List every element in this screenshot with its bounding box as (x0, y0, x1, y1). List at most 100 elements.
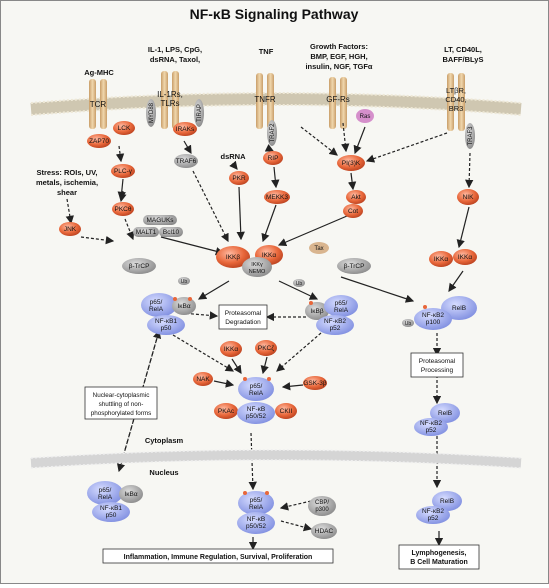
ikba-label-nuc: IκBα (124, 491, 137, 498)
p52-label-mid: p52 (330, 325, 341, 332)
mekk3-node (264, 190, 290, 204)
nfkb2-label-mid: NF-κB2 (324, 318, 346, 325)
mekk3-label: MEKK3 (266, 194, 288, 201)
complex-p65-ikba-left: p65/ RelA IκBα NF-κB1 p50 (141, 293, 196, 335)
gsk3b-label: GSK-3β (303, 380, 327, 387)
ck2-node (275, 403, 297, 419)
rela-label-nuc-left: RelA (98, 494, 113, 501)
pkac-node (214, 403, 238, 419)
stimulus-il1-line2: dsRNA, Taxol, (150, 55, 200, 64)
ikka-left-nik-label: IKKα (434, 256, 448, 263)
gfr-receptor: GF-Rs (326, 77, 350, 129)
jnk-label: JNK (64, 226, 77, 233)
ikka-left-nik-node (429, 251, 453, 267)
ub-tag-right (402, 319, 414, 327)
p65-label-nuc-left: p65/ (99, 487, 112, 494)
p65-label-left: p65/ (150, 299, 163, 306)
cytoplasm-label: Cytoplasm (145, 436, 184, 445)
gfrs-label: GF-Rs (326, 95, 350, 104)
nuclear-complex-center: p65/ RelA NF-κB p50/52 (237, 491, 275, 534)
ltbr-label: LTβR, (446, 86, 466, 95)
br3-label: BR3 (449, 104, 464, 113)
pkr-node (229, 171, 249, 185)
il1rs-label: IL-1Rs, (157, 90, 183, 99)
ub-tag-left (178, 277, 190, 285)
traf3-node (465, 123, 475, 149)
nak-node (193, 372, 213, 386)
cbp-p300-node (308, 496, 336, 516)
ub-tag-right-label: Ub (405, 321, 412, 327)
rela-label-left: RelA (149, 306, 164, 313)
traf6-label: TRAF6 (176, 158, 197, 165)
ras-node (356, 109, 374, 123)
zap70-label: ZAP70 (89, 138, 109, 145)
p65-label-nuc-center: p65/ (250, 497, 263, 504)
stimulus-lt-line2: BAFF/BLyS (443, 55, 484, 64)
bcl10-node (159, 227, 183, 237)
p50-label-left: p50 (161, 325, 172, 332)
cot-node (343, 204, 363, 218)
stimulus-gf-line3: insulin, NGF, TGFα (305, 62, 372, 71)
p50-label-nuc: p50 (106, 512, 117, 519)
pkc-theta-label: PKCθ (115, 206, 132, 213)
ikkg-nemo-node (242, 257, 272, 277)
nak-label: NAK (196, 376, 210, 383)
lck-label: LCK (118, 125, 131, 132)
ikka-mid-label: IKKα (224, 346, 238, 353)
output-lymphogenesis-box: Lymphogenesis, B Cell Maturation (398, 544, 480, 570)
pkac-label: PKAc (218, 408, 235, 415)
ub-tag-mid-label: Ub (296, 281, 303, 287)
rip-label: RIP (268, 155, 279, 162)
p100-label: p100 (426, 319, 441, 326)
output-lymphogenesis-line1: Lymphogenesis, (412, 550, 467, 557)
nuclear-complex-left: p65/ RelA IκBα NF-κB1 p50 (87, 481, 143, 522)
plc-node (111, 164, 135, 178)
stimulus-stress-line2: metals, ischemia, (36, 178, 98, 187)
nuclear-membrane (30, 449, 522, 469)
proteasome-processing-line2: Processing (421, 367, 454, 374)
tax-label: Tax (314, 246, 323, 252)
hdac-node (311, 523, 337, 539)
nfkb-label-nuc-center: NF-κB (247, 516, 265, 523)
nfkb1-label-nuc: NF-κB1 (100, 505, 122, 512)
p5052-label-center: p50/52 (246, 413, 266, 420)
tax-node (309, 242, 329, 254)
pkc-zeta-node (255, 340, 277, 356)
ikka-right-nik-node (453, 249, 477, 265)
complex-central-nfkb: p65/ RelA NF-κB p50/52 (237, 377, 275, 424)
rela-label-mid: RelA (334, 307, 349, 314)
lck-node (113, 121, 135, 135)
nik-node (457, 189, 479, 205)
akt-label: Akt (351, 194, 361, 201)
proteasomal-degradation-box: Proteasomal Degradation (218, 304, 268, 330)
btrcp-left-node (122, 258, 156, 274)
shuttle-line2: shuttling of non- (99, 401, 144, 408)
output-inflammation-box: Inflammation, Immune Regulation, Surviva… (102, 548, 334, 564)
plc-label: PLC-γ (114, 168, 133, 175)
tirap-node (194, 99, 204, 127)
stimulus-dsrna: dsRNA (220, 152, 246, 161)
output-inflammation-label: Inflammation, Immune Regulation, Surviva… (124, 554, 313, 561)
il1r-receptor: IL-1Rs, TLRs (157, 71, 183, 129)
stimulus-gf-line1: Growth Factors: (310, 42, 368, 51)
stimulus-lt-line1: LT, CD40L, (444, 45, 482, 54)
ck2-label: CKII (280, 408, 293, 415)
traf2-label: TRAF2 (270, 123, 276, 143)
gsk3b-node (303, 376, 327, 390)
stimulus-stress-line3: shear (57, 188, 77, 197)
tcr-label: TCR (90, 100, 107, 109)
p65-label-center: p65/ (250, 383, 263, 390)
btrcp-right-label: β-TrCP (344, 263, 365, 270)
p65-label-mid: p65/ (335, 300, 348, 307)
ikkg-label: IKKγ (251, 262, 263, 268)
pkr-label: PKR (232, 175, 246, 182)
cbp-line1: CBP/ (315, 500, 329, 506)
signal-arrows (65, 122, 474, 551)
nucleus-label: Nucleus (149, 468, 178, 477)
nfkb2-label-nuc: NF-κB2 (422, 508, 444, 515)
ub-tag-mid (293, 279, 305, 287)
ikka-mid-node (220, 341, 242, 357)
relb-label-cyto: RelB (438, 410, 452, 417)
p52-label-nuc: p52 (428, 515, 439, 522)
shuttle-line3: phosphorylated forms (91, 410, 152, 417)
